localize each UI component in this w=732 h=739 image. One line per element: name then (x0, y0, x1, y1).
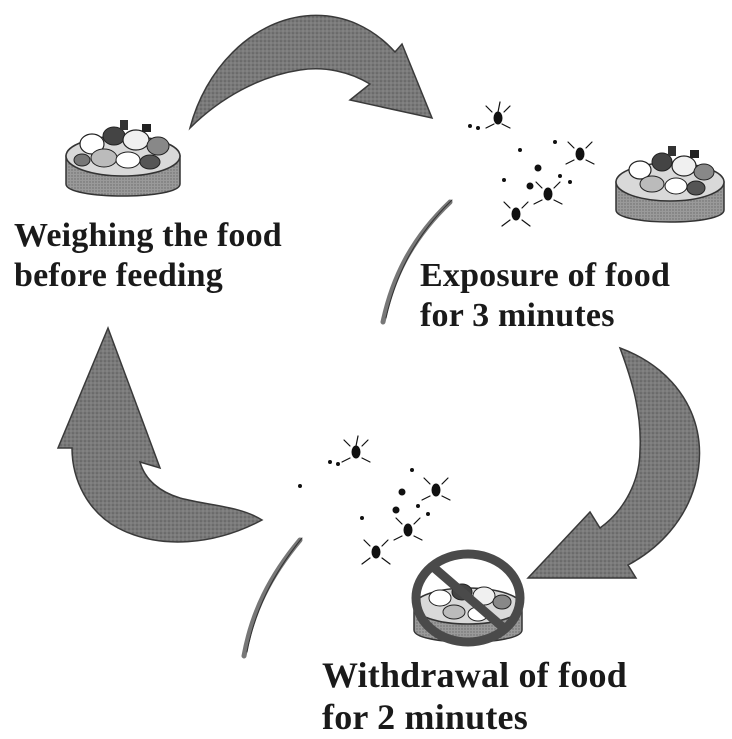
food-bowl-icon (66, 120, 180, 196)
step-label-line: before feeding (14, 256, 282, 296)
step-label-line: for 3 minutes (420, 296, 670, 336)
step-label-line: for 2 minutes (322, 696, 627, 738)
arrow-right-icon (528, 348, 700, 578)
step-label-line: Weighing the food (14, 216, 282, 256)
arrow-top-icon (190, 15, 432, 128)
step-label-weighing: Weighing the food before feeding (14, 216, 282, 296)
step-label-exposure: Exposure of food for 3 minutes (420, 256, 670, 336)
step-label-line: Withdrawal of food (322, 654, 627, 696)
step-label-line: Exposure of food (420, 256, 670, 296)
food-bowl-icon (616, 146, 724, 222)
arrow-left-icon (58, 328, 262, 542)
step-label-withdrawal: Withdrawal of food for 2 minutes (322, 654, 627, 739)
